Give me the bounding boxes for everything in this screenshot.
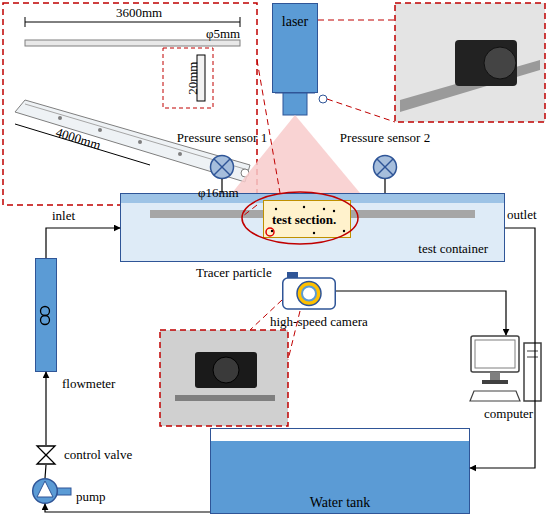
valve-symbol [36,445,56,465]
focus-ellipse [242,192,358,244]
node-text: laser [273,14,317,29]
flow-loop [41,316,50,325]
hole [58,116,62,120]
tower-slot [527,357,538,358]
keyboard [470,391,520,401]
pipe-connector [45,465,46,478]
photo-stand [175,395,275,401]
monitor [471,336,519,372]
pipe-connector [45,504,210,512]
valve-half [37,455,55,464]
camera-flash [287,272,298,278]
dimension-label: 3600mm [116,6,162,20]
sensor-circle [211,156,234,179]
pressure-sensor: Pressure sensor 1 [210,155,234,179]
particle [303,206,305,208]
dimension-tick [25,17,26,27]
pump-circle [33,479,58,504]
hole [138,140,142,144]
pump-triangle [37,481,53,497]
computer-icon [470,335,542,403]
sensor-cross [214,159,230,175]
flowmeter: flowmeter [35,258,57,372]
pipe-connector [384,179,385,193]
photo-lens [484,47,516,79]
laser-photo [395,3,545,122]
screen [475,340,515,368]
particle [271,230,273,232]
laser-box: laser [272,3,318,93]
node-text: Water tank [211,495,469,510]
test-section: test section. [263,200,351,238]
leader-line [327,99,395,122]
monitor-stand [490,372,500,380]
valve-half [37,446,55,455]
pump-shaft [57,488,71,495]
sensor-circle [374,156,397,179]
sensor-cross [377,159,393,175]
dimension-label: φ5mm [206,27,240,41]
node-text: pump [76,490,106,504]
sensor-symbol [373,155,397,179]
particle [275,208,277,210]
photo-camera-lens [213,357,239,383]
dimension-label: φ16mm [198,186,239,200]
dimension-tick [240,17,241,27]
camera-lens-inner [302,287,316,301]
pump: pump [32,478,58,504]
sensor-cross [377,159,393,175]
dimension-label: 20mm [186,62,200,95]
camera: high-speed camera [282,272,336,310]
node-text: test section. [272,213,336,227]
pipe-connector [45,372,46,445]
callout-label: Tracer particle [196,266,272,280]
particle [333,210,335,212]
dimension-line [25,22,240,23]
tower-slot [527,351,538,352]
sensor-symbol [210,155,234,179]
particle [343,230,345,232]
photo-laser [455,40,517,86]
computer-tower [524,343,541,401]
edge-label: inlet [52,209,75,223]
monitor-base [482,380,508,384]
test-container: test container test section. [120,193,505,262]
camera-photo [160,330,288,426]
leader-line [318,20,395,21]
camera-body [283,278,336,309]
control-valve: control valve [36,445,56,465]
hole [98,128,102,132]
node-text: high-speed camera [270,315,368,329]
laser-head [283,93,307,115]
camera-lens [297,282,321,306]
flow-loop [41,307,50,316]
laser-knob [319,95,327,103]
pump-symbol [32,478,58,504]
laser-sheet [232,115,360,193]
container-fill [120,193,505,262]
water-tank: Water tank [210,428,470,514]
particle [323,208,325,210]
sensor-cross [214,159,230,175]
inset-frame [3,3,257,205]
edge-label: outlet [507,208,537,222]
photo-camera [195,352,257,388]
node-text: test container [418,242,488,256]
node-text: flowmeter [62,377,115,391]
hole [178,152,182,156]
dimension-line [15,124,150,165]
node-text: control valve [64,448,132,462]
node-text: Pressure sensor 2 [340,131,430,145]
computer: computer [470,335,542,403]
pipe-connector [46,228,120,258]
pressure-sensor: Pressure sensor 2 [373,155,397,179]
flowmeter-symbol [36,259,56,371]
detail-frame [163,48,213,108]
particle [313,232,315,234]
node-text: Pressure sensor 1 [177,131,267,145]
leader-line [243,205,257,216]
node-text: computer [484,407,533,421]
camera-icon [282,272,336,310]
